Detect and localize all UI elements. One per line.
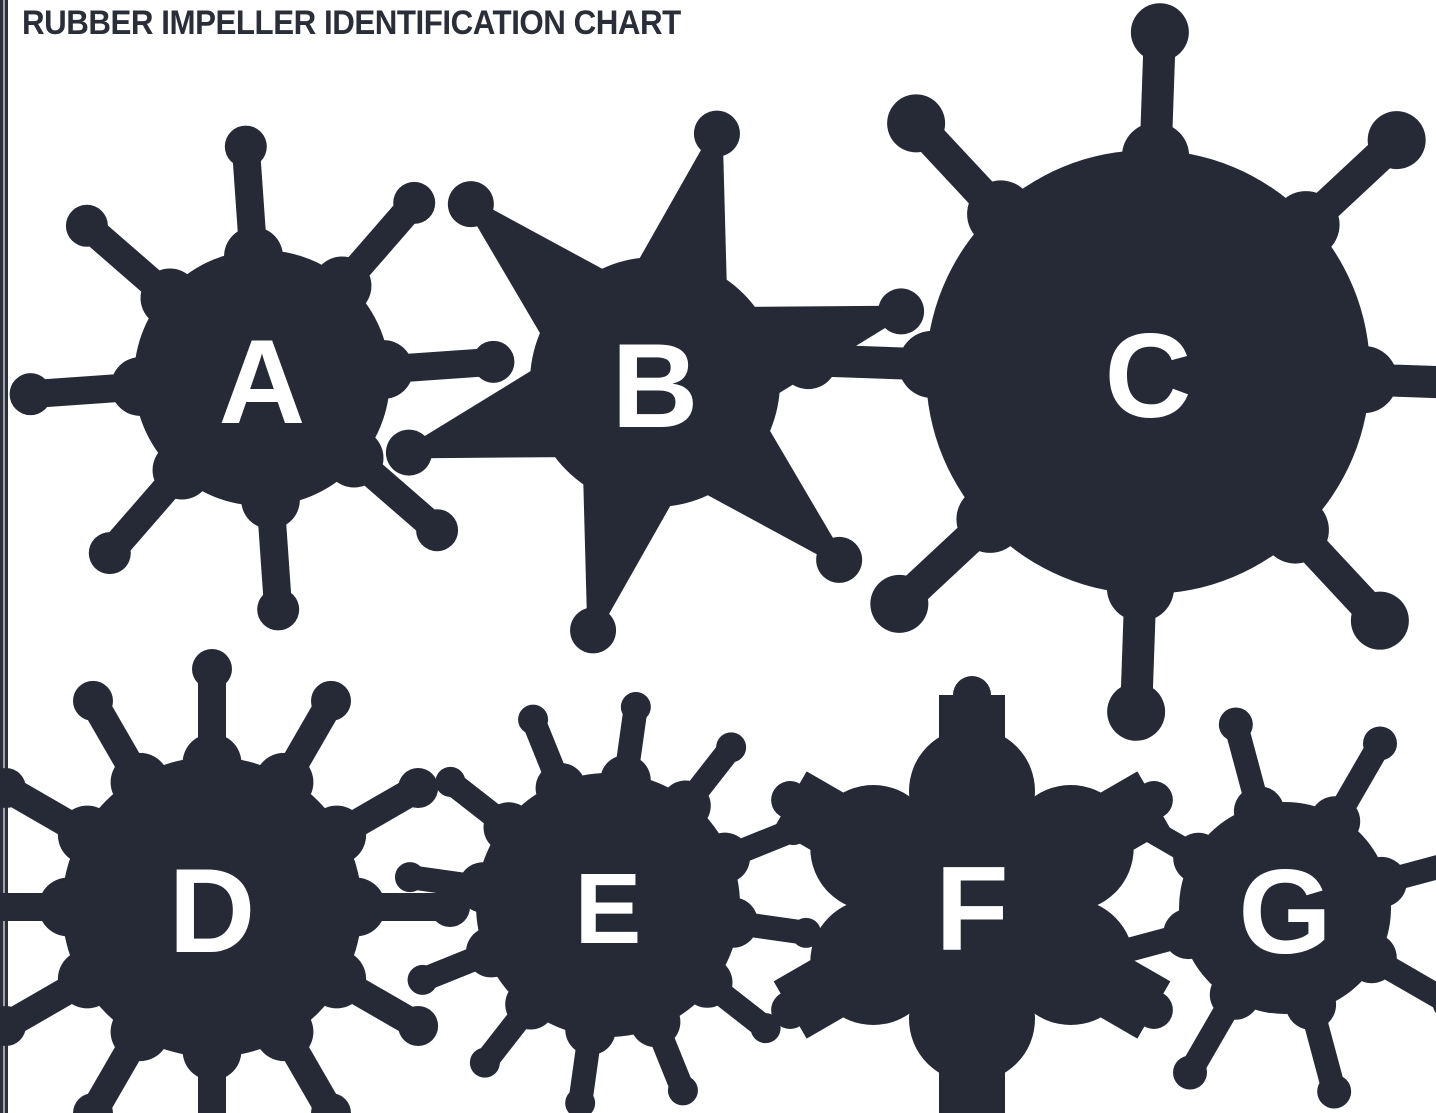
impeller-d-vane-tip	[73, 1093, 113, 1113]
impeller-c-hub	[926, 150, 1370, 594]
impeller-g-vane-tip	[1363, 726, 1397, 761]
impeller-d-vane-tip	[311, 1093, 351, 1113]
impeller-c-vane-tip	[1367, 111, 1426, 170]
impeller-e-vane-tip	[791, 917, 822, 948]
impeller-f: F	[771, 676, 1173, 1113]
impeller-a-vane-tip	[257, 588, 300, 631]
impeller-a-vane-tip	[88, 532, 131, 575]
impeller-b-hub	[530, 257, 780, 507]
impeller-f-vane-tip	[1134, 991, 1173, 1029]
impeller-f-vane-tip	[953, 1096, 991, 1113]
impeller-a-vane-tip	[65, 204, 108, 247]
impeller-b-vane-tip	[570, 607, 617, 654]
impeller-d-label: D	[169, 844, 256, 978]
impeller-a: A	[9, 125, 515, 631]
impeller-g-vane-tip	[1103, 796, 1138, 830]
impeller-e: E	[394, 691, 822, 1113]
impeller-b-vane-tip	[878, 288, 925, 335]
page-title: RUBBER IMPELLER IDENTIFICATION CHART	[22, 4, 681, 42]
impeller-b-vane-tip	[447, 181, 494, 228]
impeller-c-vane-tip	[1107, 682, 1166, 741]
impeller-d-vane-tip	[192, 649, 232, 689]
impeller-e-vane-tip	[394, 862, 425, 893]
impeller-e-vane-tip	[667, 1075, 698, 1106]
impeller-e-vane-tip	[435, 766, 466, 797]
impeller-e-vane-tip	[620, 691, 651, 722]
left-border	[0, 0, 8, 1113]
impeller-a-vane-tip	[393, 181, 436, 224]
impeller-g-label: G	[1238, 845, 1331, 979]
impeller-a-vane-tip	[472, 340, 515, 383]
impeller-g: G	[1084, 707, 1436, 1109]
impeller-d: D	[0, 649, 470, 1113]
impeller-f-vane-tip	[1134, 781, 1173, 819]
impeller-a-hub	[134, 250, 390, 506]
impeller-c-vane-tip	[870, 574, 929, 633]
impeller-d-vane-tip	[0, 1006, 26, 1046]
impeller-a-vane-tip	[9, 373, 52, 416]
impeller-g-vane-tip	[1218, 707, 1253, 742]
impeller-g-hub	[1179, 802, 1391, 1014]
impeller-b-vane-tip	[816, 536, 863, 583]
impeller-f-vane-tip	[953, 676, 991, 714]
impeller-e-hub	[476, 773, 740, 1037]
impeller-d-vane-tip	[398, 1006, 439, 1046]
impeller-c-vane-tip	[1350, 591, 1409, 650]
impeller-g-vane-tip	[1084, 940, 1119, 975]
impeller-e-vane-tip	[407, 964, 438, 995]
impeller-a-label: A	[219, 315, 306, 449]
impeller-g-vane-tip	[1432, 992, 1436, 1014]
impeller-f-vane-tip	[771, 991, 810, 1029]
impeller-c-label: C	[1105, 309, 1192, 443]
impeller-b: B	[385, 110, 925, 654]
impeller-e-vane-tip	[518, 704, 549, 735]
impeller-a-vane-tip	[416, 509, 459, 552]
impeller-b-vane-tip	[693, 110, 740, 157]
impeller-c-vane-tip	[1130, 3, 1189, 62]
impeller-f-vane-tip	[771, 781, 810, 819]
impeller-e-label: E	[575, 853, 642, 965]
impeller-b-vane	[407, 364, 568, 459]
impeller-d-vane-tip	[398, 768, 439, 808]
impeller-d-vane-tip	[311, 680, 351, 721]
impeller-c: C	[779, 3, 1436, 741]
impeller-b-vane-tip	[385, 429, 432, 476]
impeller-c-vane-tip	[779, 331, 838, 390]
impeller-e-vane-tip	[716, 732, 747, 763]
impeller-g-vane-tip	[1317, 1074, 1352, 1109]
impeller-b-vane	[633, 132, 727, 292]
impeller-f-label: F	[935, 842, 1008, 976]
impeller-e-vane-tip	[469, 1047, 500, 1078]
impeller-d-vane-tip	[0, 768, 26, 808]
impeller-g-vane-tip	[1173, 1055, 1207, 1090]
impeller-a-vane-tip	[224, 125, 267, 168]
impeller-f-hub	[852, 785, 1092, 1025]
impeller-e-vane-tip	[565, 1088, 596, 1113]
impeller-b-vane	[583, 472, 677, 632]
impeller-d-hub	[62, 757, 362, 1057]
impeller-e-vane-tip	[750, 1013, 781, 1044]
impeller-b-label: B	[612, 319, 699, 453]
impeller-c-vane-tip	[887, 94, 946, 153]
impeller-d-vane-tip	[73, 680, 113, 721]
